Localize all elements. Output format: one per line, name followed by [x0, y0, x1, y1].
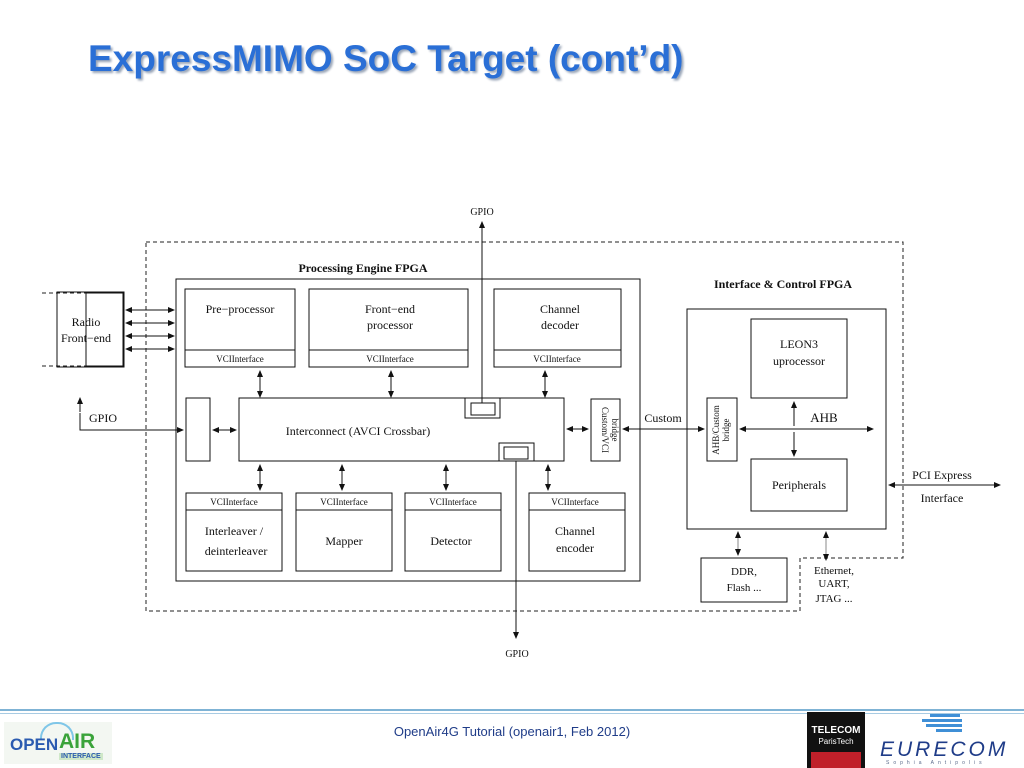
telecom-seal-icon	[811, 752, 861, 768]
leon3-label-1: LEON3	[780, 337, 818, 351]
footer-rule-thin	[0, 713, 1024, 714]
openair-logo: OPEN AIR INTERFACE	[4, 722, 112, 764]
custom-bridge-label-2: bridge	[610, 419, 620, 442]
gpio-top-label: GPIO	[470, 207, 493, 218]
channel-encoder-block	[528, 492, 626, 572]
processing-engine-title: Processing Engine FPGA	[298, 261, 427, 275]
frontend-processor-block	[308, 288, 469, 368]
custom-bridge-label-1: Custom/VCI	[600, 407, 610, 453]
custom-vci-bridge	[590, 398, 621, 462]
gpio-bottom-label: GPIO	[505, 649, 528, 660]
interconnect-block	[238, 397, 565, 462]
channel-decoder-block	[493, 288, 622, 368]
peripherals-label: Peripherals	[772, 478, 826, 492]
mapper-label: Mapper	[325, 534, 362, 548]
footer-text: OpenAir4G Tutorial (openair1, Feb 2012)	[393, 724, 631, 739]
interleaver-label-1: Interleaver /	[205, 524, 264, 538]
ddr-flash-block	[700, 557, 788, 603]
mapper-vci: VCIInterface	[320, 497, 367, 507]
board-boundary	[145, 241, 904, 612]
gpio-top-port-inner	[470, 402, 496, 416]
ddr-label-2: Flash ...	[727, 582, 762, 594]
ahb-custom-bridge	[706, 397, 738, 462]
openair-interface-text: INTERFACE	[59, 753, 103, 760]
gpio-bottom-port-inner	[503, 446, 529, 460]
encoder-label-1: Channel	[555, 524, 596, 538]
telecom-text: TELECOM	[811, 725, 861, 736]
leon3-label-2: uprocessor	[773, 354, 825, 368]
eurecom-bars-icon	[922, 714, 966, 736]
frontend-label-1: Front−end	[365, 302, 415, 316]
ethernet-label-1: Ethernet,	[814, 565, 854, 577]
frontend-vci: VCIInterface	[366, 354, 413, 364]
eurecom-logo: EURECOM	[880, 738, 1009, 761]
decoder-label-2: decoder	[541, 318, 579, 332]
decoder-label-1: Channel	[540, 302, 581, 316]
interleaver-label-2: deinterleaver	[205, 544, 268, 558]
footer-rule	[0, 709, 1024, 711]
pci-label-1: PCI Express	[912, 468, 972, 482]
mapper-block	[295, 492, 393, 572]
gpio-left-label: GPIO	[89, 411, 117, 425]
radio-frontend-box	[56, 291, 125, 368]
interleaver-block	[185, 492, 283, 572]
ddr-label-1: DDR,	[731, 566, 757, 578]
ethernet-label-3: JTAG ...	[815, 593, 852, 605]
custom-label: Custom	[644, 411, 682, 425]
slide-title: ExpressMIMO SoC Target (cont’d)	[88, 38, 684, 79]
interface-control-title: Interface & Control FPGA	[714, 277, 852, 291]
preprocessor-block	[184, 288, 296, 368]
gpio-left-block	[185, 397, 211, 462]
ahb-label: AHB	[810, 410, 838, 425]
openair-air-text: AIR	[59, 730, 96, 753]
openair-open-text: OPEN	[10, 735, 59, 754]
detector-label: Detector	[430, 534, 471, 548]
radio-label-2: Front−end	[61, 331, 111, 345]
eurecom-subtitle: Sophia Antipolis	[886, 760, 986, 766]
leon3-block	[750, 318, 848, 399]
soc-block-diagram: Radio Front−end Processing Engine FPGA P…	[42, 207, 1001, 660]
detector-vci: VCIInterface	[429, 497, 476, 507]
decoder-vci: VCIInterface	[533, 354, 580, 364]
preprocessor-vci: VCIInterface	[216, 354, 263, 364]
interconnect-label: Interconnect (AVCI Crossbar)	[286, 424, 430, 438]
interface-control-fpga	[686, 308, 887, 530]
ahb-bridge-label-1: AHB/Custom	[711, 405, 721, 455]
radio-label-1: Radio	[72, 315, 101, 329]
preprocessor-label: Pre−processor	[206, 302, 275, 316]
interleaver-vci: VCIInterface	[210, 497, 257, 507]
paristech-text: ParisTech	[818, 737, 854, 746]
peripherals-block	[750, 458, 848, 512]
radio-frontend-block	[85, 292, 124, 367]
telecom-paristech-logo: TELECOM ParisTech	[807, 712, 865, 768]
encoder-vci: VCIInterface	[551, 497, 598, 507]
pci-label-2: Interface	[921, 491, 964, 505]
ethernet-label-2: UART,	[818, 578, 849, 590]
detector-block	[404, 492, 502, 572]
gpio-left-line	[79, 413, 184, 433]
encoder-label-2: encoder	[556, 541, 594, 555]
ahb-bridge-label-2: bridge	[721, 419, 731, 442]
frontend-label-2: processor	[367, 318, 413, 332]
